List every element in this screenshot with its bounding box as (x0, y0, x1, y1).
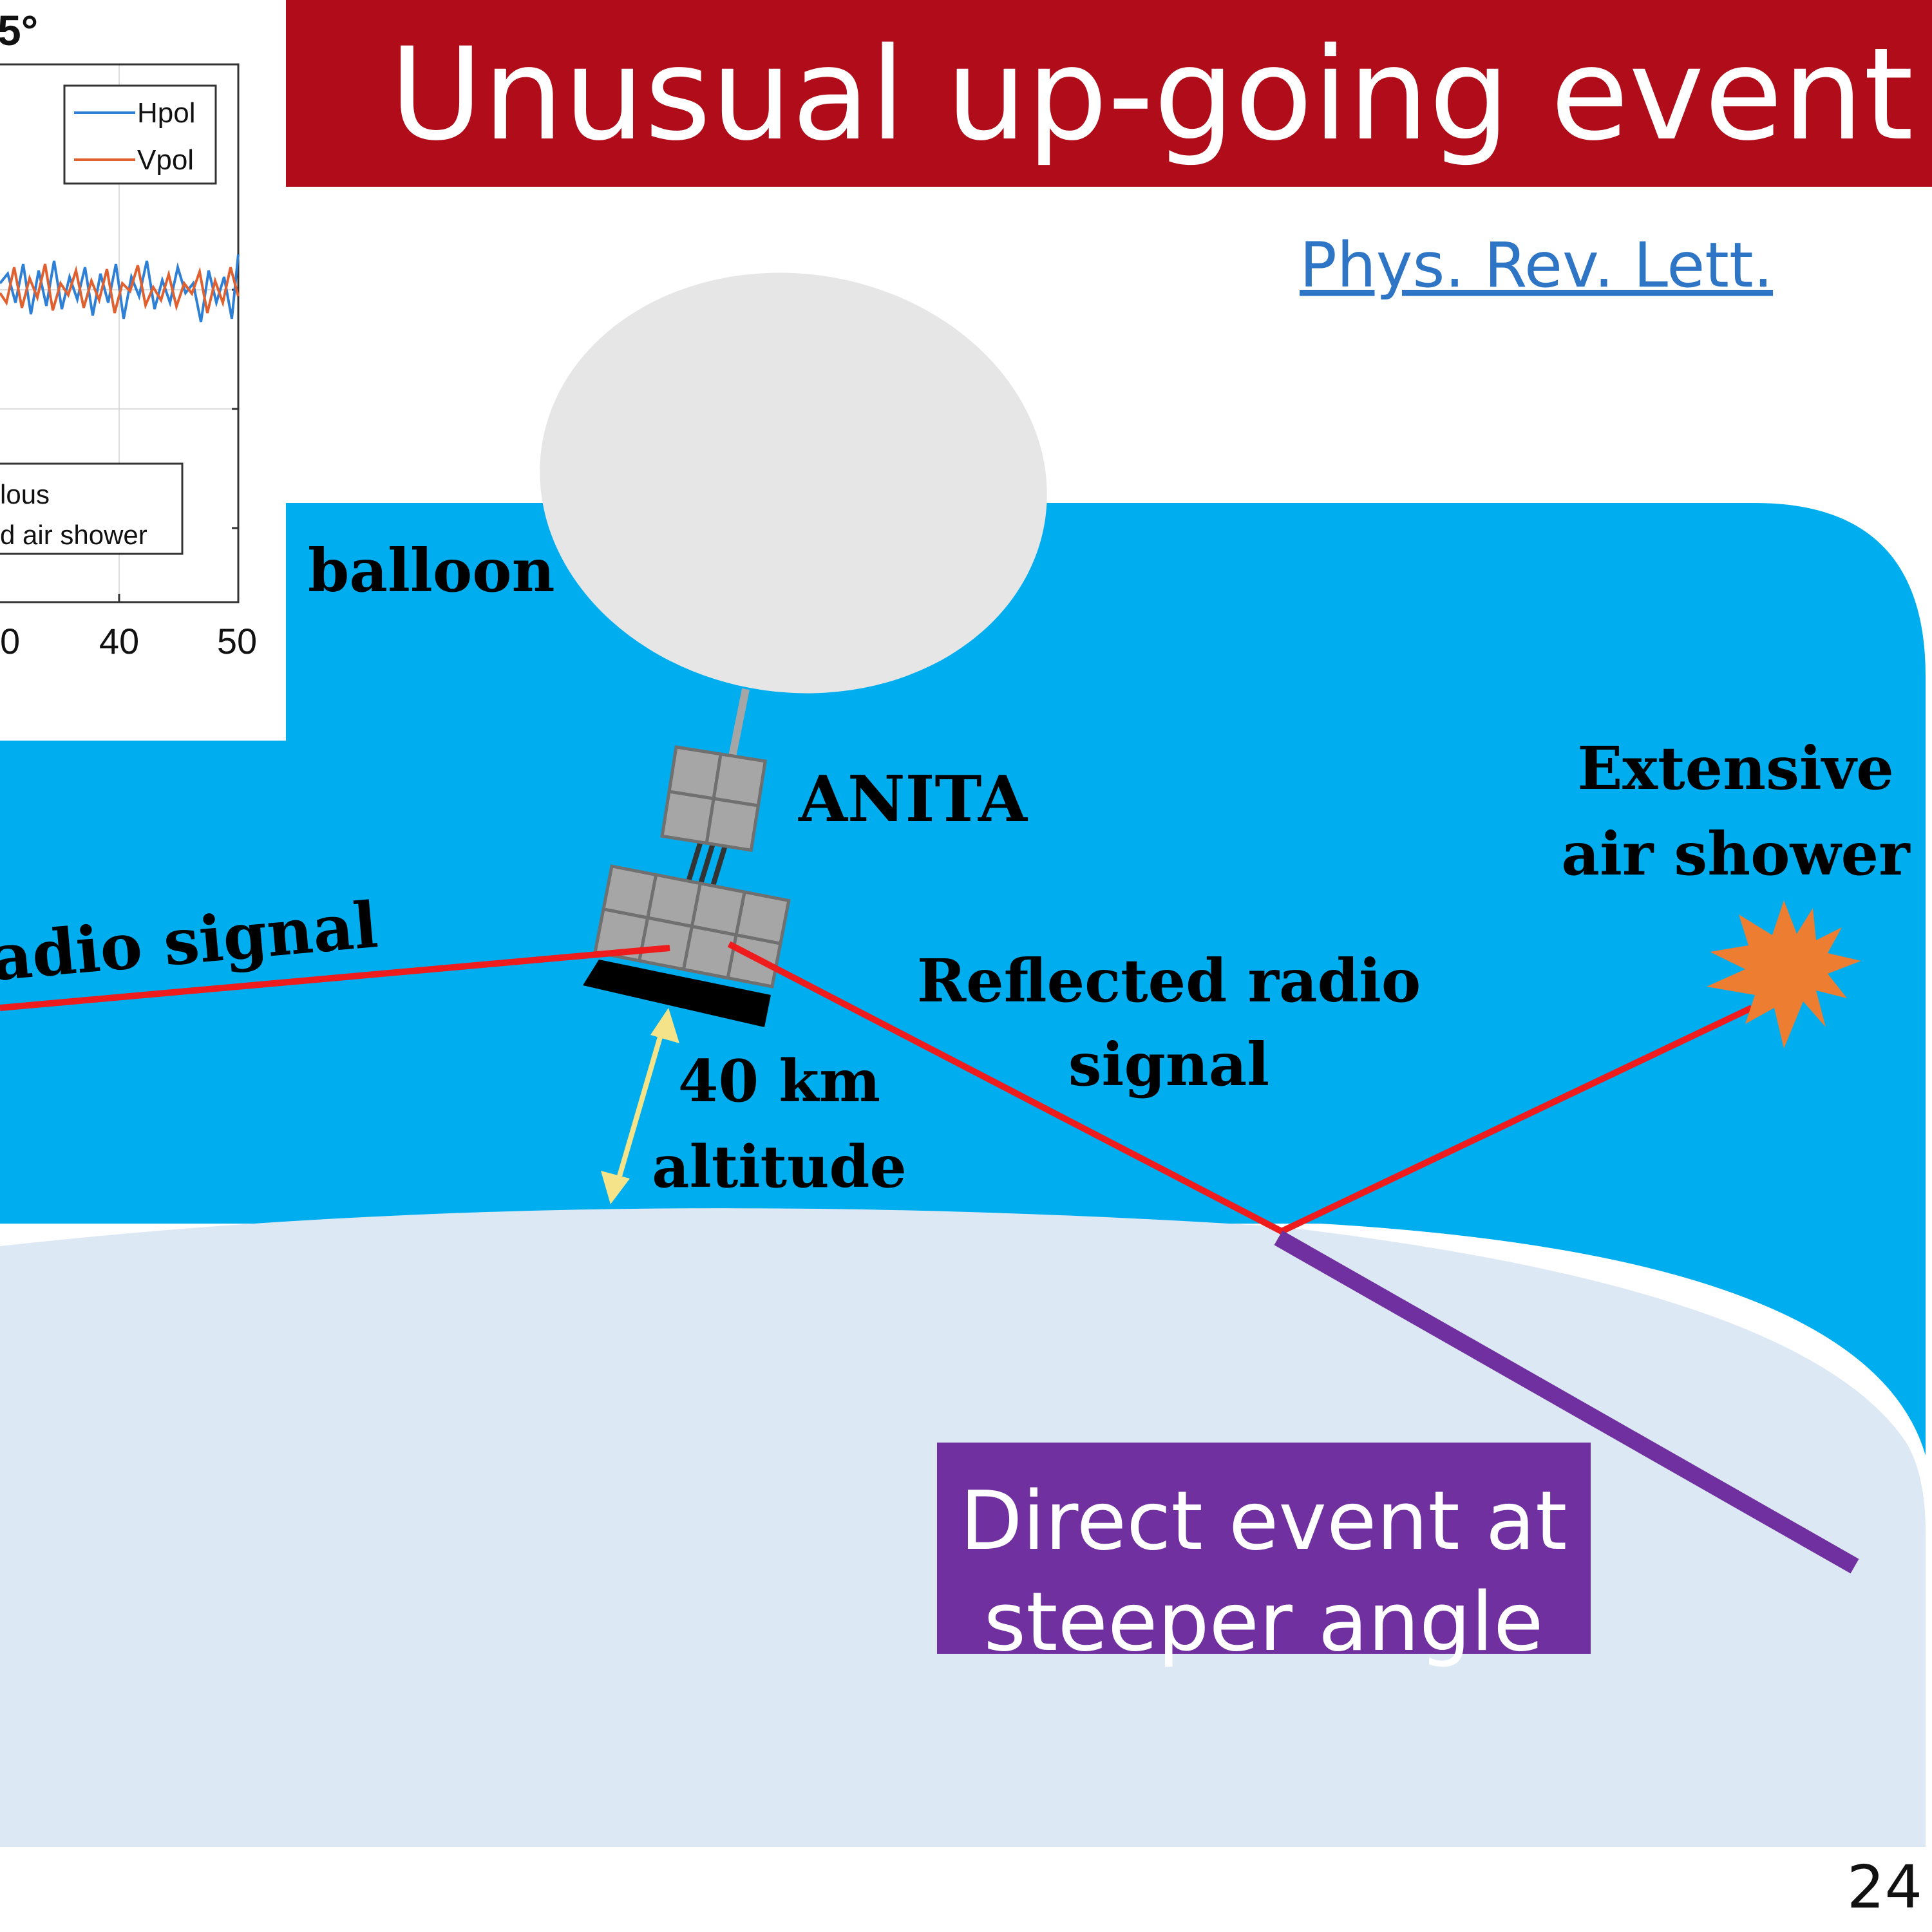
altitude-label-line1: 40 km (678, 1047, 880, 1115)
antenna-panel (660, 790, 716, 846)
legend-label-vpol: Vpol (137, 144, 194, 176)
antenna-panel (667, 745, 723, 800)
balloon-label: balloon (308, 536, 554, 605)
page-number: 24 (1847, 1853, 1922, 1922)
antenna-panel (705, 797, 761, 853)
altitude-arrow (601, 1008, 679, 1204)
anita-payload (583, 745, 791, 1027)
plot-title-fragment: 5° (0, 6, 38, 54)
arrow-head-top (650, 1008, 679, 1043)
x-tick-label: 50 (217, 621, 257, 661)
shower-label-line2: air shower (1561, 819, 1911, 889)
direct-event-line2: steeper angle (983, 1575, 1543, 1669)
legend-box (0, 462, 184, 555)
title-bar (286, 0, 1932, 187)
legend-box (63, 84, 217, 185)
reflected-label-line1: Reflected radio (917, 946, 1421, 1016)
arrow-shaft (614, 1029, 665, 1186)
inset-legend-top: Hpol Vpol (63, 84, 217, 185)
x-tick-label: 40 (99, 621, 139, 661)
arrow-head-bottom (601, 1171, 630, 1204)
altitude-label-line2: altitude (652, 1133, 906, 1201)
legend-label: d air shower (0, 520, 147, 550)
inset-legend-bottom: lous d air shower (0, 462, 184, 555)
vpol-waveform (0, 263, 240, 314)
reflected-signal-line (727, 941, 1754, 1235)
direct-event-box (937, 1443, 1591, 1654)
legend-label-hpol: Hpol (137, 97, 196, 129)
inset-plot: Hpol Vpol lous d air shower 0 40 50 5° (0, 0, 286, 741)
direct-event-line (1274, 1230, 1859, 1574)
air-shower-burst-icon (1707, 900, 1861, 1048)
balloon-shape (540, 272, 1047, 694)
balloon-tether (727, 688, 750, 764)
payload-base (583, 960, 771, 1027)
antenna-panel (712, 752, 768, 808)
citation-link[interactable]: Phys. Rev. Lett. (1300, 229, 1773, 301)
x-tick-label: 0 (0, 621, 20, 661)
reflected-label-line2: signal (1068, 1030, 1270, 1099)
legend-label: lous (0, 479, 50, 509)
direct-event-line1: Direct event at (960, 1473, 1567, 1568)
slide-title: Unusual up-going event (390, 20, 1913, 169)
radio-signal-line (0, 945, 670, 1011)
anita-label: ANITA (798, 762, 1028, 837)
shower-label-line1: Extensive (1577, 734, 1894, 803)
